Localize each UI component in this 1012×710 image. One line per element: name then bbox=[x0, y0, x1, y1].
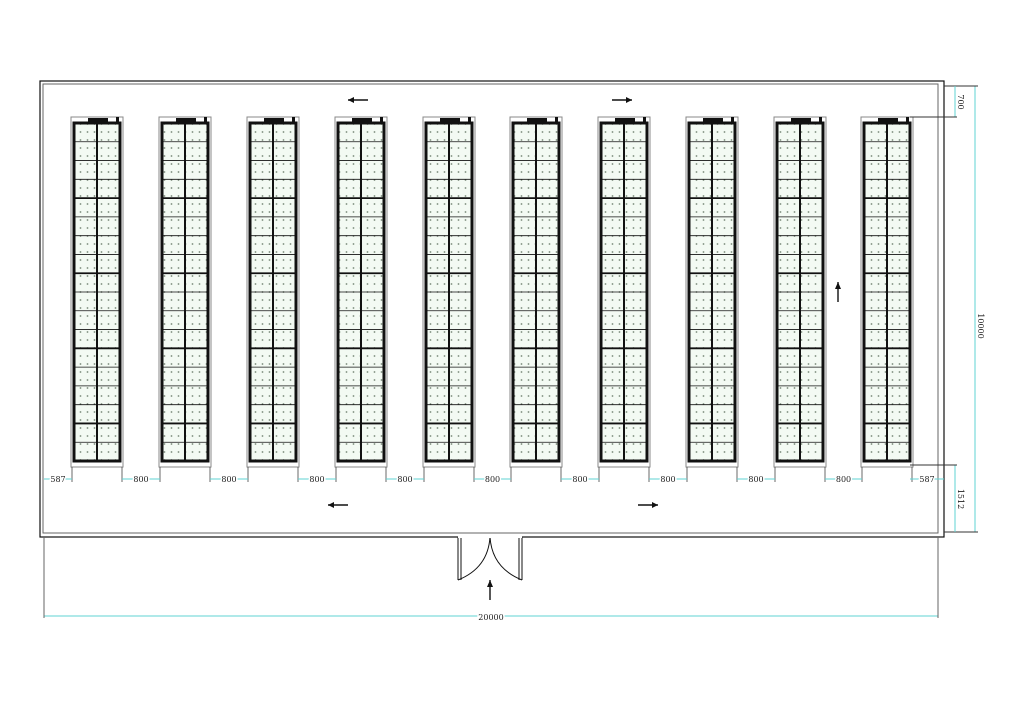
arrow-up-icon bbox=[835, 282, 841, 302]
dim-aisle-gap: 800 bbox=[748, 475, 763, 484]
dim-aisle-gap: 800 bbox=[221, 475, 236, 484]
rack-7 bbox=[597, 116, 651, 482]
arrow-right-icon bbox=[612, 97, 632, 103]
dim-left-end-gap: 587 bbox=[50, 475, 65, 484]
rack-8 bbox=[685, 116, 739, 482]
arrow-right-icon bbox=[638, 502, 658, 508]
rack-4 bbox=[334, 116, 388, 482]
rack-3 bbox=[246, 116, 300, 482]
arrow-left-icon bbox=[348, 97, 368, 103]
dim-overall-width: 20000 bbox=[478, 613, 503, 622]
rack-9 bbox=[773, 116, 827, 482]
entrance-double-door bbox=[457, 536, 523, 581]
dim-right-end-gap: 587 bbox=[919, 475, 934, 484]
rack-6 bbox=[509, 116, 563, 482]
dimension-lines bbox=[43, 85, 978, 618]
rack-1 bbox=[70, 116, 124, 482]
dim-aisle-gap: 800 bbox=[660, 475, 675, 484]
dimension-labels: 20000 10000 700 1512 587 587 bbox=[49, 93, 987, 624]
rack-group bbox=[70, 116, 914, 482]
dim-bottom-aisle: 1512 bbox=[956, 489, 965, 509]
dim-aisle-gap: 800 bbox=[836, 475, 851, 484]
dim-overall-depth: 10000 bbox=[976, 313, 985, 338]
dim-aisle-gap: 800 bbox=[133, 475, 148, 484]
arrow-left-icon bbox=[328, 502, 348, 508]
dim-aisle-gap: 800 bbox=[572, 475, 587, 484]
dim-aisle-gap: 800 bbox=[485, 475, 500, 484]
rack-10 bbox=[860, 116, 914, 482]
dim-top-clearance: 700 bbox=[956, 94, 965, 109]
rack-5 bbox=[422, 116, 476, 482]
dim-aisle-gap: 800 bbox=[397, 475, 412, 484]
dim-aisle-gap: 800 bbox=[309, 475, 324, 484]
arrow-up-icon bbox=[487, 580, 493, 600]
flow-arrows bbox=[328, 97, 841, 600]
aisle-dimension-group: 800 800 800 800 800 800 800 800 800 bbox=[122, 474, 862, 486]
rack-2 bbox=[158, 116, 212, 482]
